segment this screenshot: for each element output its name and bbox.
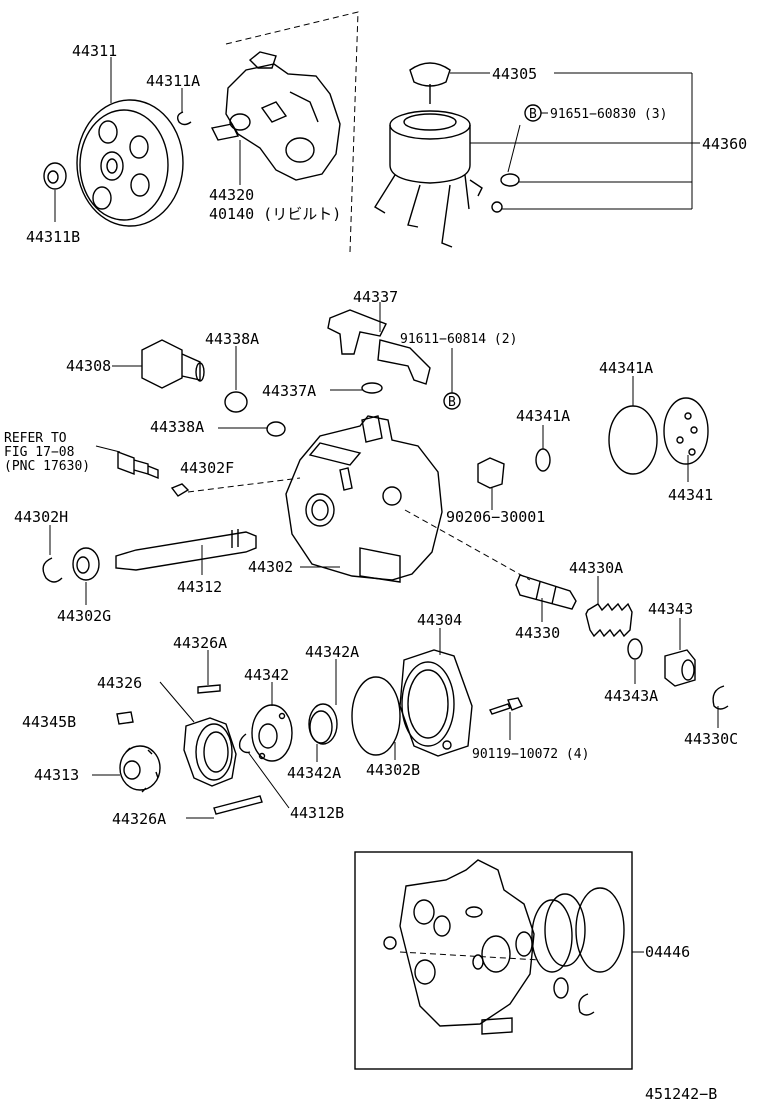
label-44338A-1: 44338A <box>205 330 259 348</box>
oring-44341A-small <box>535 448 551 472</box>
spring-44330A <box>585 602 633 638</box>
kit-box-04446 <box>354 851 633 1070</box>
rebuilt-group-outline <box>225 11 359 253</box>
label-44312B: 44312B <box>290 804 344 822</box>
label-44302G: 44302G <box>57 607 111 625</box>
label-44320: 44320 <box>209 186 254 204</box>
label-44330: 44330 <box>515 624 560 642</box>
oring-44342A-1 <box>308 703 338 745</box>
vane-44345B <box>116 711 134 725</box>
label-44308: 44308 <box>66 357 111 375</box>
plate-44342 <box>251 704 293 762</box>
label-44341: 44341 <box>668 486 713 504</box>
oring-44343A <box>627 638 643 660</box>
label-44345B: 44345B <box>22 713 76 731</box>
refer-line-1: REFER TO <box>4 431 67 446</box>
cam-ring-44326 <box>183 717 237 787</box>
label-44326A-2: 44326A <box>112 810 166 828</box>
label-04446: 04446 <box>645 943 690 961</box>
label-44305: 44305 <box>492 65 537 83</box>
label-44330C: 44330C <box>684 730 738 748</box>
label-90206: 90206−30001 <box>446 508 545 526</box>
key-44311A <box>176 111 192 126</box>
snapring-44302H <box>42 557 63 583</box>
pressure-switch <box>117 450 159 480</box>
label-44302B: 44302B <box>366 761 420 779</box>
union-44308 <box>141 339 205 389</box>
reservoir-44360 <box>374 62 520 248</box>
circle-b-text-1: B <box>529 107 537 122</box>
circle-b-marker-2 <box>443 392 461 410</box>
refer-line-2: FIG 17−08 <box>4 445 74 460</box>
shaft-44312 <box>115 529 257 571</box>
label-44326A-1: 44326A <box>173 634 227 652</box>
label-90119: 90119−10072 (4) <box>472 747 589 762</box>
label-44360: 44360 <box>702 135 747 153</box>
plate-44341 <box>663 397 709 465</box>
label-44342A-1: 44342A <box>305 643 359 661</box>
valve-44330 <box>515 574 577 610</box>
pulley-44311 <box>76 99 184 227</box>
oring-44338A-1 <box>224 391 248 413</box>
plug-44343 <box>664 649 696 687</box>
housing-44302 <box>285 415 443 583</box>
label-44311B: 44311B <box>26 228 80 246</box>
label-44341A-1: 44341A <box>599 359 653 377</box>
pin-44326A-1 <box>197 684 221 694</box>
snapring-44312B <box>238 733 251 754</box>
label-44311A: 44311A <box>146 72 200 90</box>
fitting-44337 <box>327 309 431 394</box>
label-44343: 44343 <box>648 600 693 618</box>
label-44342: 44342 <box>244 666 289 684</box>
label-44341A-2: 44341A <box>516 407 570 425</box>
oring-44341A-large <box>608 405 658 475</box>
circle-b-text-2: B <box>448 395 456 410</box>
label-40140: 40140 (リビルト) <box>209 205 341 223</box>
gasket-kit-parts <box>383 859 625 1035</box>
plug-44302F <box>170 483 190 497</box>
oring-44342A-2 <box>309 710 333 744</box>
snapring-44330C <box>712 685 729 710</box>
label-91651: 91651−60830 (3) <box>550 107 667 122</box>
label-91611: 91611−60814 (2) <box>400 332 517 347</box>
clip-90206 <box>477 457 505 489</box>
label-44330A: 44330A <box>569 559 623 577</box>
bolt-90119 <box>489 697 523 715</box>
label-44337: 44337 <box>353 288 398 306</box>
alignment-dash-2 <box>404 509 531 581</box>
label-44311: 44311 <box>72 42 117 60</box>
oring-44302B <box>351 676 401 756</box>
label-44302H: 44302H <box>14 508 68 526</box>
label-44343A: 44343A <box>604 687 658 705</box>
refer-line-3: (PNC 17630) <box>4 459 90 474</box>
label-44302: 44302 <box>248 558 293 576</box>
figure-code: 451242−B <box>645 1085 717 1103</box>
label-44337A: 44337A <box>262 382 316 400</box>
pump-assembly-44320 <box>210 51 341 181</box>
oring-44338A-2 <box>266 421 286 437</box>
label-44338A-2: 44338A <box>150 418 204 436</box>
bearing-44302G <box>72 547 100 581</box>
label-44304: 44304 <box>417 611 462 629</box>
label-44313: 44313 <box>34 766 79 784</box>
alignment-dash-1 <box>187 477 301 493</box>
nut-44311B <box>43 162 67 190</box>
cover-44304 <box>399 649 473 757</box>
pin-44326A-2 <box>213 795 263 815</box>
label-44302F: 44302F <box>180 459 234 477</box>
label-44312: 44312 <box>177 578 222 596</box>
label-44326: 44326 <box>97 674 142 692</box>
rotor-44313 <box>119 745 161 793</box>
label-44342A-2: 44342A <box>287 764 341 782</box>
